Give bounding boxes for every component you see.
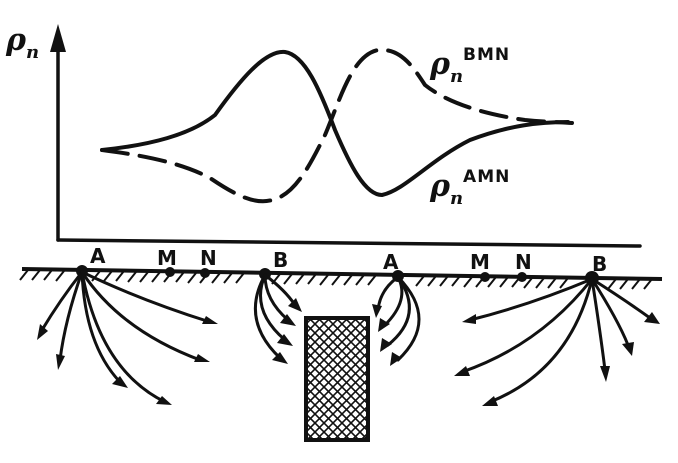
electrode-label-m-1: M (157, 246, 177, 270)
electrode-n-1 (200, 268, 210, 278)
current-lines-a-left (40, 270, 212, 404)
axes (50, 24, 642, 248)
curve-bmn-label-superscript: BMN (463, 45, 511, 65)
conductive-body (304, 316, 370, 442)
curve-amn-label-subscript: п (449, 188, 464, 209)
electrode-label-a-1: A (90, 244, 106, 268)
arrowheads-a-left (37, 316, 218, 405)
x-axis (56, 238, 642, 248)
arrowheads-a-right (372, 304, 402, 366)
y-axis-label-subscript: п (25, 42, 40, 63)
current-lines-a-right (376, 275, 421, 362)
curve-amn-label-symbol: ρ (430, 169, 450, 204)
electrode-m-1 (165, 267, 175, 277)
current-lines-b-right (460, 277, 652, 404)
curve-bmn-label-subscript: п (449, 66, 464, 87)
electrode-label-a-2: A (383, 250, 399, 274)
arrowheads-b-left (272, 298, 302, 364)
curve-amn-label-superscript: AMN (463, 167, 511, 187)
curve-bmn-label-symbol: ρ (430, 47, 450, 82)
electrode-label-b-2: B (592, 252, 608, 276)
arrowheads-b-right (454, 312, 660, 406)
electrode-m-2 (480, 272, 490, 282)
electrode-label-n-1: N (200, 246, 217, 270)
current-lines-b-left (253, 273, 297, 360)
curve-bmn-label: ρпBMN (430, 47, 510, 86)
electrode-label-m-2: M (470, 250, 490, 274)
y-axis-label-symbol: ρ (6, 23, 26, 58)
electrode-label-n-2: N (515, 250, 532, 274)
y-axis-arrowhead (50, 24, 66, 52)
electrode-n-2 (517, 272, 527, 282)
y-axis-label: ρп (6, 23, 39, 62)
ground-surface (19, 267, 663, 290)
electrode-label-b-1: B (273, 248, 289, 272)
curve-bmn (100, 47, 574, 204)
curve-amn-label: ρпAMN (430, 169, 510, 208)
ground-hatching (19, 269, 653, 290)
curve-amn (100, 49, 570, 198)
